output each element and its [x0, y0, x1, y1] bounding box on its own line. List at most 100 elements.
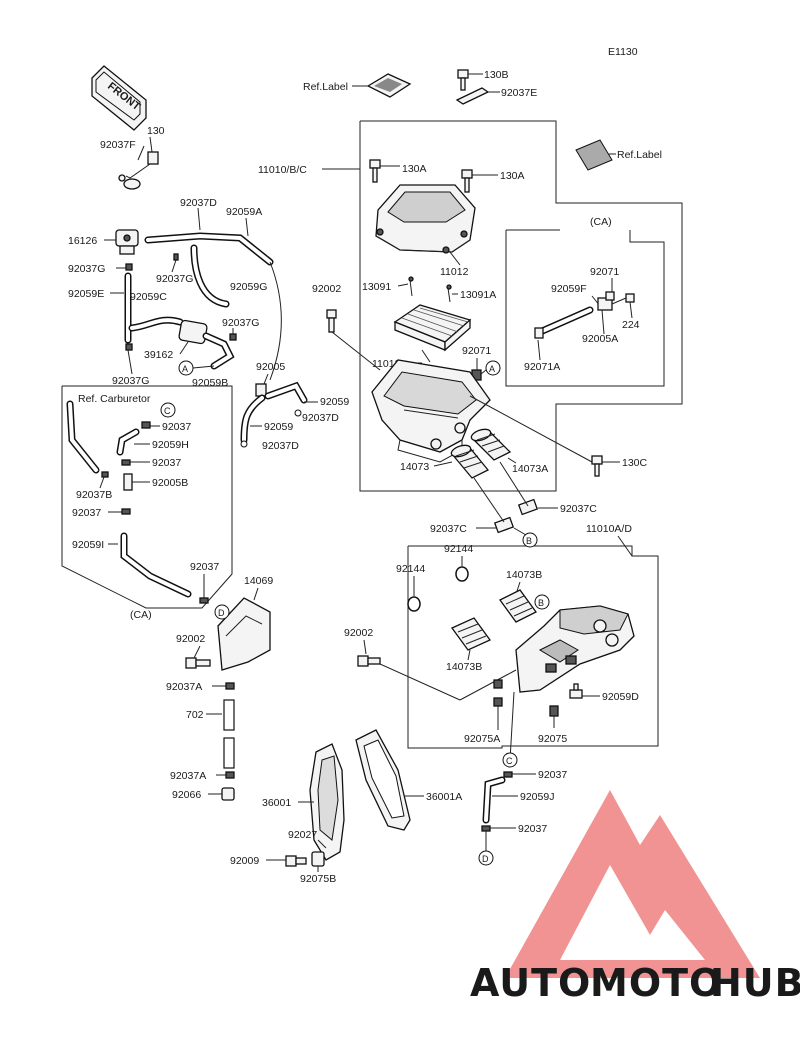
part-130c: 130C [622, 457, 648, 469]
bolt-92009 [285, 851, 325, 867]
diagram-id: E1130 [608, 46, 638, 58]
hose-92059a [144, 232, 274, 266]
bolt-92059d [569, 683, 583, 699]
hose-92059f [534, 306, 594, 339]
automotohub-logo [505, 790, 760, 978]
part-92144-2: 92144 [396, 563, 425, 575]
part-92027: 92027 [288, 829, 317, 841]
filter-element-11013 [393, 304, 472, 352]
part-14073b-1: 14073B [506, 569, 542, 581]
svg-text:C: C [164, 406, 171, 416]
hose-92059b [202, 332, 235, 370]
part-11012: 11012 [440, 266, 469, 278]
frame-upper [359, 120, 683, 492]
svg-text:AUTO: AUTO [470, 961, 591, 1005]
duct-14073a [470, 428, 512, 461]
part-92037a-1: 92037A [166, 681, 202, 693]
bracket-14069 [217, 597, 271, 671]
part-92066: 92066 [172, 789, 201, 801]
part-92037d-top: 92037D [180, 197, 217, 209]
part-92059d: 92059D [602, 691, 639, 703]
o-ring-92144-1 [455, 566, 469, 582]
part-702: 702 [186, 709, 204, 721]
ref-circle-c-2 [502, 752, 518, 768]
part-92037b: 92037B [76, 489, 112, 501]
svg-text:B: B [538, 598, 544, 608]
part-130a-1: 130A [402, 163, 427, 175]
bolt-130b [457, 69, 469, 91]
duct-14073 [450, 444, 490, 479]
part-92071-mid: 92071 [462, 345, 491, 357]
air-box-base [371, 359, 491, 463]
part-92059e: 92059E [68, 288, 104, 300]
ref-label-2: Ref.Label [617, 149, 662, 161]
svg-text:MOTO: MOTO [590, 961, 722, 1005]
part-92037g-2: 92037G [156, 273, 193, 285]
ca-top-label: (CA) [590, 216, 612, 228]
svg-text:D: D [218, 608, 225, 618]
hose-92059c [128, 316, 184, 332]
tube-702 [223, 699, 235, 769]
part-92037-c2: 92037 [152, 457, 181, 469]
part-130a-2: 130A [500, 170, 525, 182]
o-ring-92144-2 [407, 596, 421, 612]
ref-carburetor: Ref. Carburetor [78, 393, 151, 405]
part-13091: 13091 [362, 281, 391, 293]
part-92037d-mid1: 92037D [302, 412, 339, 424]
part-92037g-1: 92037G [68, 263, 105, 275]
part-92059b: 92059B [192, 377, 228, 389]
part-224: 224 [622, 319, 640, 331]
hose-92059g [190, 244, 230, 308]
part-14069: 14069 [244, 575, 273, 587]
part-11010bc: 11010/B/C [258, 164, 307, 176]
svg-text:D: D [482, 854, 489, 864]
hose-92059j [482, 776, 506, 824]
part-92002-top: 92002 [312, 283, 341, 295]
part-92037a-2: 92037A [170, 770, 206, 782]
bolt-92002-top [326, 309, 337, 333]
tee-92005 [255, 383, 267, 397]
canister-39162 [178, 319, 208, 345]
part-11010ad: 11010A/D [586, 523, 632, 535]
part-92059a: 92059A [226, 206, 262, 218]
part-92037-b1: 92037 [538, 769, 567, 781]
part-92037-l2: 92037 [190, 561, 219, 573]
part-92059c: 92059C [130, 291, 167, 303]
frame-ca-top [505, 230, 665, 387]
ref-circle-d-2 [478, 850, 494, 866]
duct-14073b-1 [499, 589, 537, 623]
ref-circle-c-1 [160, 402, 176, 418]
part-92075: 92075 [538, 733, 567, 745]
part-92002-m: 92002 [344, 627, 373, 639]
hose-92059h [116, 428, 140, 456]
part-92037g-3: 92037G [222, 317, 259, 329]
hose-92059i [120, 532, 192, 598]
hose-carb-ref [66, 400, 100, 474]
clamp-92037c-1 [493, 516, 515, 534]
part-14073a: 14073A [512, 463, 548, 475]
air-cleaner-cover-11012 [375, 184, 476, 254]
part-92037c-2: 92037C [560, 503, 597, 515]
part-14073: 14073 [400, 461, 429, 473]
svg-text:A: A [489, 364, 495, 374]
part-92009: 92009 [230, 855, 259, 867]
part-92075b: 92075B [300, 873, 336, 885]
part-92037-l: 92037 [72, 507, 101, 519]
part-13091a: 13091A [460, 289, 496, 301]
part-92059f: 92059F [551, 283, 587, 295]
part-92002-l: 92002 [176, 633, 205, 645]
part-92037f: 92037F [100, 139, 136, 151]
part-130b: 130B [484, 69, 509, 81]
bolt-92002-m [357, 655, 381, 667]
bolt-130a-2 [461, 169, 473, 193]
ref-circle-b-2 [534, 594, 550, 610]
bolt-92002-l [185, 657, 211, 669]
clamp-92037c-2 [517, 498, 539, 516]
part-92059-1: 92059 [320, 396, 349, 408]
part-92071a: 92071A [524, 361, 560, 373]
bolt-130a-1 [369, 159, 381, 183]
ref-label-2-icon [575, 139, 613, 171]
clamp-92066 [221, 787, 235, 801]
valve-16126 [115, 229, 139, 255]
